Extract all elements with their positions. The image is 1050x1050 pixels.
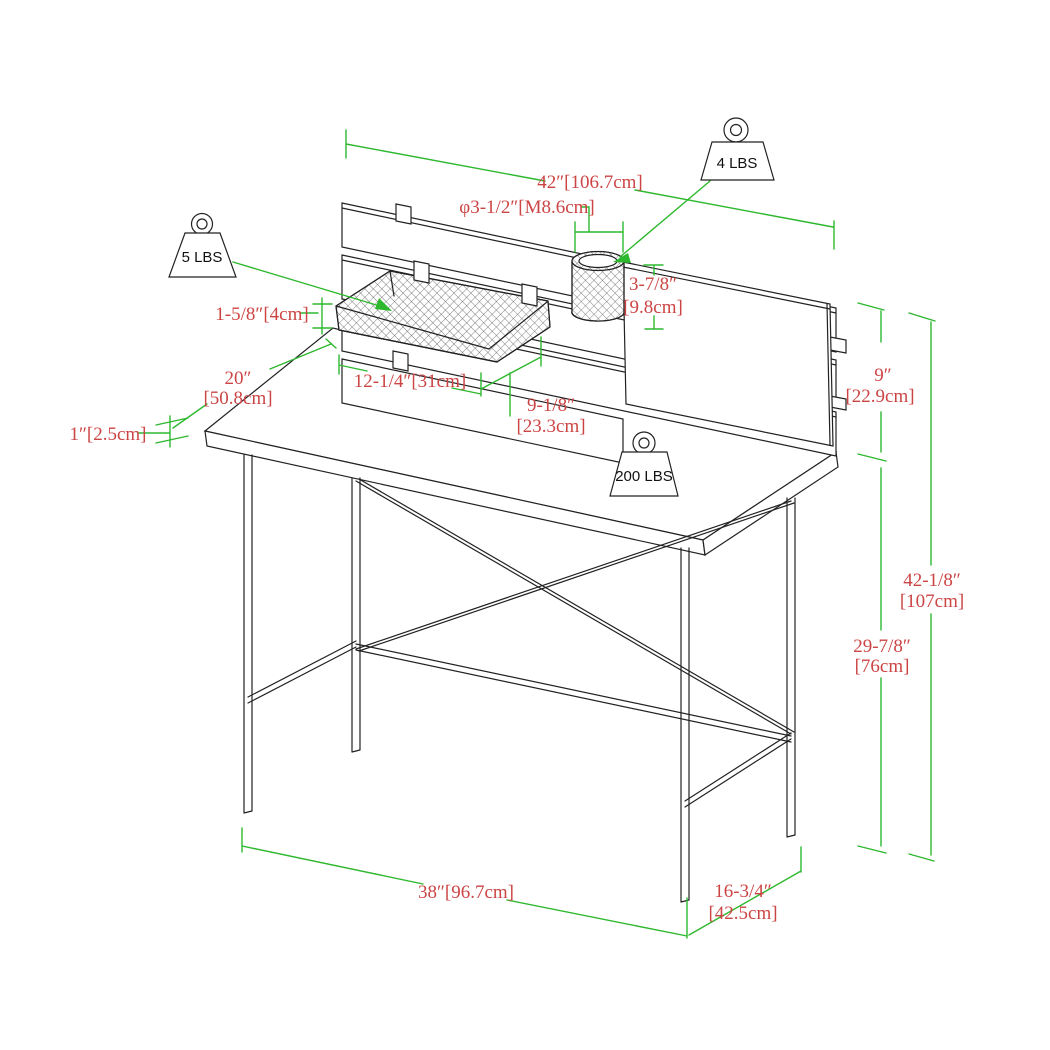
basket-hook bbox=[413, 260, 430, 284]
weight-5lbs: 5 LBS bbox=[168, 212, 392, 311]
weight-label-desktop: 200 LBS bbox=[615, 468, 673, 485]
dim-cup-diameter: φ3-1/2″[M8.6cm] bbox=[459, 197, 595, 218]
weight-4lbs: 4 LBS bbox=[613, 117, 775, 263]
dim-basket-width: 12-1/4″[31cm] bbox=[354, 371, 466, 392]
dim-desk-depth-cm: [50.8cm] bbox=[203, 388, 272, 409]
pegboard-clip bbox=[392, 350, 409, 372]
dim-desk-depth-in: 20″ bbox=[225, 368, 252, 389]
dim-hutch-height-cm: [22.9cm] bbox=[845, 386, 914, 407]
dim-overall-height-cm: [107cm] bbox=[900, 591, 964, 612]
dim-leg-span-depth-cm: [42.5cm] bbox=[708, 903, 777, 924]
dim-desk-height-cm: [76cm] bbox=[855, 656, 910, 677]
dim-hutch-height-in: 9″ bbox=[874, 365, 891, 386]
dim-cup-height-in: 3-7/8″ bbox=[629, 274, 677, 295]
dim-basket-to-edge-in: 9-1/8″ bbox=[527, 395, 575, 416]
mesh-basket bbox=[335, 260, 551, 363]
dim-cup-height-cm: [9.8cm] bbox=[623, 297, 683, 318]
mesh-cup bbox=[571, 250, 625, 322]
arrowhead bbox=[613, 253, 631, 263]
dim-top-width: 42″[106.7cm] bbox=[537, 172, 643, 193]
dim-leg-span-width: 38″[96.7cm] bbox=[418, 882, 514, 903]
pegboard-clip bbox=[395, 203, 412, 225]
arrowhead bbox=[375, 298, 392, 311]
dim-top-thickness: 1″[2.5cm] bbox=[69, 424, 146, 445]
dim-desk-height-in: 29-7/8″ bbox=[853, 636, 911, 657]
basket-hook bbox=[521, 283, 538, 307]
dim-basket-height: 1-5/8″[4cm] bbox=[215, 304, 308, 325]
dim-overall-height-in: 42-1/8″ bbox=[903, 570, 961, 591]
weight-label-shelf: 5 LBS bbox=[182, 249, 223, 266]
dim-basket-to-edge-cm: [23.3cm] bbox=[516, 416, 585, 437]
desk-legs bbox=[243, 454, 796, 903]
whiteboard-panel bbox=[622, 261, 847, 447]
weight-label-cup: 4 LBS bbox=[717, 155, 758, 172]
dim-leg-span-depth-in: 16-3/4″ bbox=[714, 881, 772, 902]
weight-200lbs: 200 LBS bbox=[609, 431, 679, 497]
dimension-labels: 42″[106.7cm] φ3-1/2″[M8.6cm] 1-5/8″[4cm]… bbox=[69, 172, 964, 924]
whiteboard-tab bbox=[829, 336, 847, 354]
dimension-lines bbox=[138, 129, 936, 939]
